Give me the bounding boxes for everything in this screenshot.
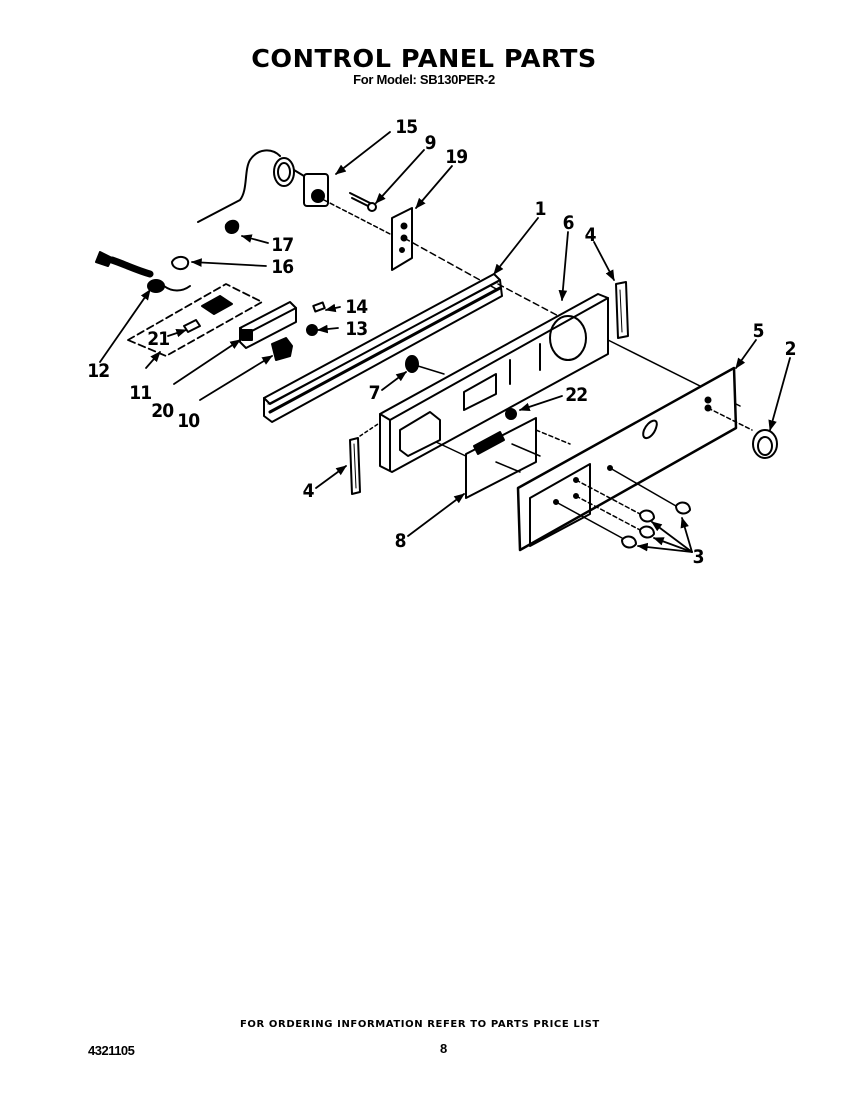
callout-8: 8 <box>394 530 407 552</box>
part-19-bracket <box>391 207 499 291</box>
part-1-channel <box>263 273 567 423</box>
ordering-info-note: FOR ORDERING INFORMATION REFER TO PARTS … <box>240 1019 600 1030</box>
callout-22: 22 <box>565 384 588 406</box>
model-subtitle: For Model: SB130PER-2 <box>353 72 495 87</box>
callout-12: 13 <box>345 318 368 340</box>
callout-6: 6 <box>562 212 575 234</box>
callout-13: 14 <box>345 296 368 318</box>
part-12 <box>306 324 318 336</box>
callout-1: 1 <box>534 198 547 220</box>
part-8-board <box>465 417 571 499</box>
callout-20: 20 <box>151 400 174 422</box>
callout-15: 16 <box>271 256 294 278</box>
callout-3: 3 <box>692 546 705 568</box>
part-17-clip <box>224 219 240 234</box>
part-20-bracket <box>239 301 297 349</box>
callout-4-left: 4 <box>302 480 315 502</box>
callout-19: 19 <box>445 146 468 168</box>
part-11-switch-group <box>127 283 263 357</box>
part-5-panel <box>516 366 753 552</box>
part-22 <box>505 408 517 420</box>
callout-14: 12 <box>87 360 110 382</box>
callout-17: 17 <box>271 234 294 256</box>
part-14-power-cord <box>95 251 191 293</box>
callout-10: 10 <box>177 410 200 432</box>
part-7-knob <box>405 355 445 375</box>
callout-16: 15 <box>395 116 418 138</box>
callout-5: 5 <box>752 320 765 342</box>
callout-2: 2 <box>784 338 797 360</box>
leader-lines <box>99 131 791 553</box>
part-4-endcap-right <box>615 281 629 339</box>
callout-21: 21 <box>147 328 170 350</box>
part-16-thermostat <box>197 149 393 236</box>
page-title: CONTROL PANEL PARTS <box>251 44 597 73</box>
part-15-clip <box>171 256 190 270</box>
page-number: 8 <box>440 1041 448 1056</box>
callout-11: 11 <box>129 382 152 404</box>
part-3-buttons <box>621 501 691 549</box>
document-number: 4321105 <box>88 1043 135 1058</box>
callout-9: 9 <box>424 132 437 154</box>
part-9-pin <box>349 192 377 212</box>
part-10-button <box>271 337 293 361</box>
callout-7: 7 <box>368 382 381 404</box>
part-2-knob <box>752 429 778 459</box>
part-13 <box>312 301 326 313</box>
callout-4-right: 4 <box>584 224 597 246</box>
